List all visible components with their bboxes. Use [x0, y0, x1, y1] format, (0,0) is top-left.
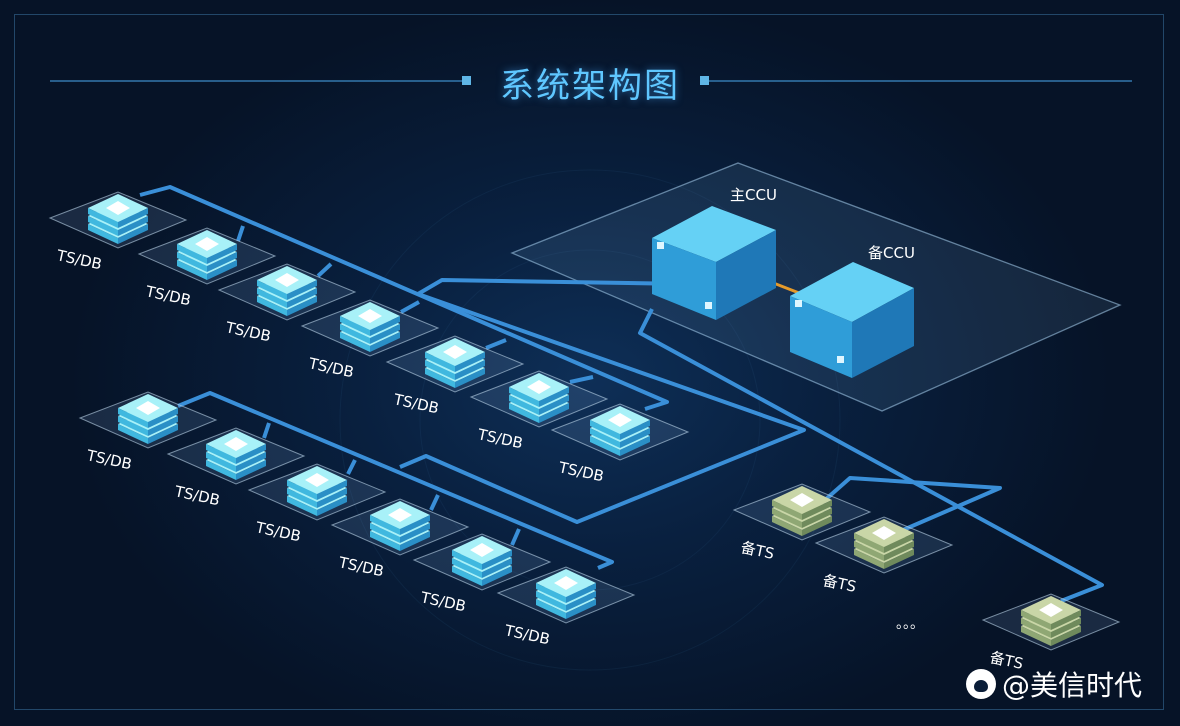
watermark: @美信时代: [966, 664, 1142, 704]
ccu-backup-label: 备CCU: [868, 244, 915, 262]
bus-upper: [139, 185, 669, 411]
tsdb-label: TS/DB: [84, 446, 133, 473]
bus-drop-lower-4: [429, 494, 440, 511]
page-title: 系统架构图: [500, 66, 680, 106]
bus-drop-upper-3: [316, 262, 333, 278]
ccu-primary-cube-icon: [652, 206, 776, 320]
backup-server-icon: [732, 483, 872, 541]
server-stack-icon: [412, 533, 552, 591]
bus-drop-upper-6: [569, 375, 594, 384]
tsdb-label: TS/DB: [418, 588, 467, 615]
ccu-primary-label: 主CCU: [730, 186, 777, 204]
paw-icon: [966, 669, 996, 699]
tsdb-label: TS/DB: [253, 518, 302, 545]
tsdb-label: TS/DB: [143, 282, 192, 309]
server-stack-icon: [496, 566, 636, 624]
bus-drop-lower-5: [510, 528, 521, 546]
server-stack-icon: [469, 370, 609, 428]
bg-ring: [339, 169, 841, 671]
backup-server-icon: [814, 516, 954, 574]
backup-server-icon: [981, 593, 1121, 651]
bus-drop-upper-2: [236, 225, 245, 242]
ccu-backup-cube-icon: [790, 262, 914, 378]
server-stack-icon: [217, 263, 357, 321]
tsdb-label: TS/DB: [502, 621, 551, 648]
server-stack-icon: [247, 463, 387, 521]
trunk-ccu: [399, 278, 806, 524]
tsdb-label: TS/DB: [223, 318, 272, 345]
bus-drop-lower-3: [346, 459, 357, 475]
tsdb-label: TS/DB: [475, 425, 524, 452]
title-rule-right-cap: [700, 76, 709, 85]
bus-drop-upper-4: [400, 300, 420, 314]
watermark-text: @美信时代: [1002, 669, 1143, 702]
bus-backup-ts: [638, 308, 1104, 603]
server-stack-icon: [78, 391, 218, 449]
tsdb-label: TS/DB: [54, 246, 103, 273]
backup-ts-label: 备TS: [821, 571, 858, 596]
title-rule-left-cap: [462, 76, 471, 85]
backup-ts-ellipsis: 。。。: [896, 616, 924, 632]
tsdb-label: TS/DB: [336, 553, 385, 580]
server-stack-icon: [137, 227, 277, 285]
bus-lower: [177, 391, 614, 570]
backup-ts-label: 备TS: [739, 538, 776, 563]
tsdb-label: TS/DB: [172, 482, 221, 509]
tsdb-label: TS/DB: [391, 390, 440, 417]
outer-frame: [14, 14, 1164, 710]
server-stack-icon: [300, 299, 440, 357]
server-stack-icon: [330, 498, 470, 556]
tsdb-label: TS/DB: [556, 458, 605, 485]
server-stack-icon: [385, 335, 525, 393]
server-stack-icon: [48, 191, 188, 249]
bus-drop-upper-5: [485, 338, 507, 350]
bus-drop-lower-2: [262, 422, 271, 439]
server-stack-icon: [166, 427, 306, 485]
bus-backup-ts-2: [823, 476, 1002, 542]
server-stack-icon: [550, 403, 690, 461]
